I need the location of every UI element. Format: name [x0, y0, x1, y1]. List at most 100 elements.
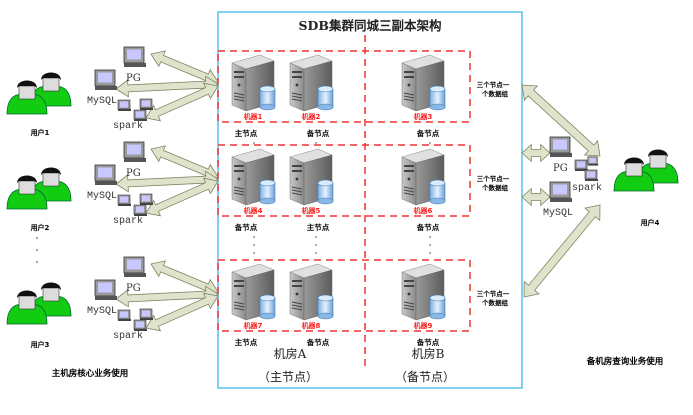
right-pg-label: PG	[553, 163, 568, 174]
ellipsis-dot	[429, 236, 431, 238]
node-role: 备节点	[416, 337, 440, 347]
node-role: 备节点	[306, 128, 330, 138]
group-note: 三个节点一	[477, 80, 510, 89]
ellipsis-dot	[36, 237, 38, 239]
group-note: 个数据组	[481, 89, 509, 98]
group-note: 个数据组	[481, 298, 509, 307]
ellipsis-dot	[253, 236, 255, 238]
pg-label: PG	[126, 283, 141, 294]
group-note: 三个节点一	[477, 289, 510, 298]
node-role: 主节点	[307, 222, 330, 232]
double-arrow-icon	[145, 177, 219, 217]
machine-label: 机器5	[302, 206, 321, 215]
ellipsis-dot	[429, 142, 431, 144]
pg-label: PG	[126, 168, 141, 179]
data-group-border	[217, 144, 471, 217]
monitor-icon	[94, 279, 118, 301]
server-icon	[289, 263, 334, 321]
group-note: 个数据组	[481, 183, 509, 192]
machine-label: 机器7	[244, 321, 263, 330]
left-caption: 主机房核心业务使用	[52, 368, 129, 379]
user-label: 用户3	[31, 340, 50, 349]
monitor-icon	[123, 141, 147, 163]
double-arrow-icon	[115, 75, 219, 98]
monitor-icon	[139, 193, 154, 206]
node-role: 备节点	[306, 337, 330, 347]
double-arrow-icon	[521, 84, 601, 157]
user-label: 用户1	[31, 128, 50, 137]
ellipsis-dot	[36, 249, 38, 251]
double-arrow-icon	[150, 145, 219, 181]
spark-label: spark	[113, 330, 143, 342]
node-role: 备节点	[234, 222, 258, 232]
mysql-label: MySQL	[87, 96, 117, 107]
ellipsis-dot	[253, 252, 255, 254]
double-arrow-icon	[521, 187, 551, 207]
right-mysql-label: MySQL	[543, 208, 573, 219]
client-group-1: PG MySQL spark 用户1	[7, 46, 154, 137]
monitor-icon	[94, 164, 118, 186]
monitor-icon	[94, 69, 118, 91]
spark-label: spark	[113, 215, 143, 227]
machine-label: 机器2	[302, 112, 321, 121]
double-arrow-icon	[523, 204, 601, 298]
node-role: 主节点	[235, 337, 258, 347]
machine-label: 机器1	[244, 112, 263, 121]
user-group-icon	[7, 73, 71, 115]
server-icon	[401, 148, 446, 206]
double-arrow-icon	[115, 285, 219, 308]
server-icon	[401, 263, 446, 321]
monitor-icon	[139, 98, 154, 111]
user-group-icon	[614, 150, 678, 192]
server-icon	[289, 54, 334, 112]
machine-label: 机器9	[414, 321, 433, 330]
diagram-title: SDB集群同城三副本架构	[299, 18, 442, 33]
server-icon	[401, 54, 446, 112]
monitor-icon	[549, 181, 573, 203]
monitor-icon	[574, 156, 599, 182]
room-b-sub: （备节点）	[395, 370, 455, 384]
machine-label: 机器8	[302, 321, 321, 330]
machine-label: 机器6	[414, 206, 433, 215]
data-group-border	[217, 259, 471, 332]
mysql-label: MySQL	[87, 306, 117, 317]
node-role: 备节点	[416, 128, 440, 138]
monitor-icon	[139, 308, 154, 321]
double-arrow-icon	[145, 292, 219, 332]
monitor-icon	[117, 99, 132, 112]
room-a-sub: （主节点）	[258, 370, 318, 384]
server-icon	[231, 54, 276, 112]
machine-label: 机器3	[414, 112, 433, 121]
room-a-name: 机房A	[274, 346, 307, 361]
node-role: 主节点	[235, 128, 258, 138]
server-icon	[231, 263, 276, 321]
right-spark-label: spark	[572, 182, 602, 194]
double-arrow-icon	[145, 82, 219, 122]
monitor-icon	[123, 46, 147, 68]
user-group-icon	[7, 168, 71, 210]
ellipsis-dot	[429, 244, 431, 246]
ellipsis-dot	[253, 142, 255, 144]
ellipsis-dot	[36, 261, 38, 263]
monitor-icon	[123, 256, 147, 278]
spark-label: spark	[113, 120, 143, 132]
pg-label: PG	[126, 73, 141, 84]
double-arrow-icon	[150, 260, 219, 296]
user4-label: 用户4	[641, 218, 660, 227]
server-icon	[289, 148, 334, 206]
monitor-icon	[549, 136, 573, 158]
double-arrow-icon	[115, 170, 219, 193]
right-caption: 备机房查询业务使用	[586, 356, 664, 367]
room-b-name: 机房B	[412, 346, 445, 361]
double-arrow-icon	[521, 143, 551, 163]
data-group-border	[217, 50, 471, 123]
machine-label: 机器4	[244, 206, 263, 215]
monitor-icon	[133, 319, 148, 332]
ellipsis-dot	[315, 236, 317, 238]
user-label: 用户2	[31, 223, 50, 232]
client-group-3: PG MySQL spark 用户3	[7, 256, 154, 349]
ellipsis-dot	[315, 244, 317, 246]
